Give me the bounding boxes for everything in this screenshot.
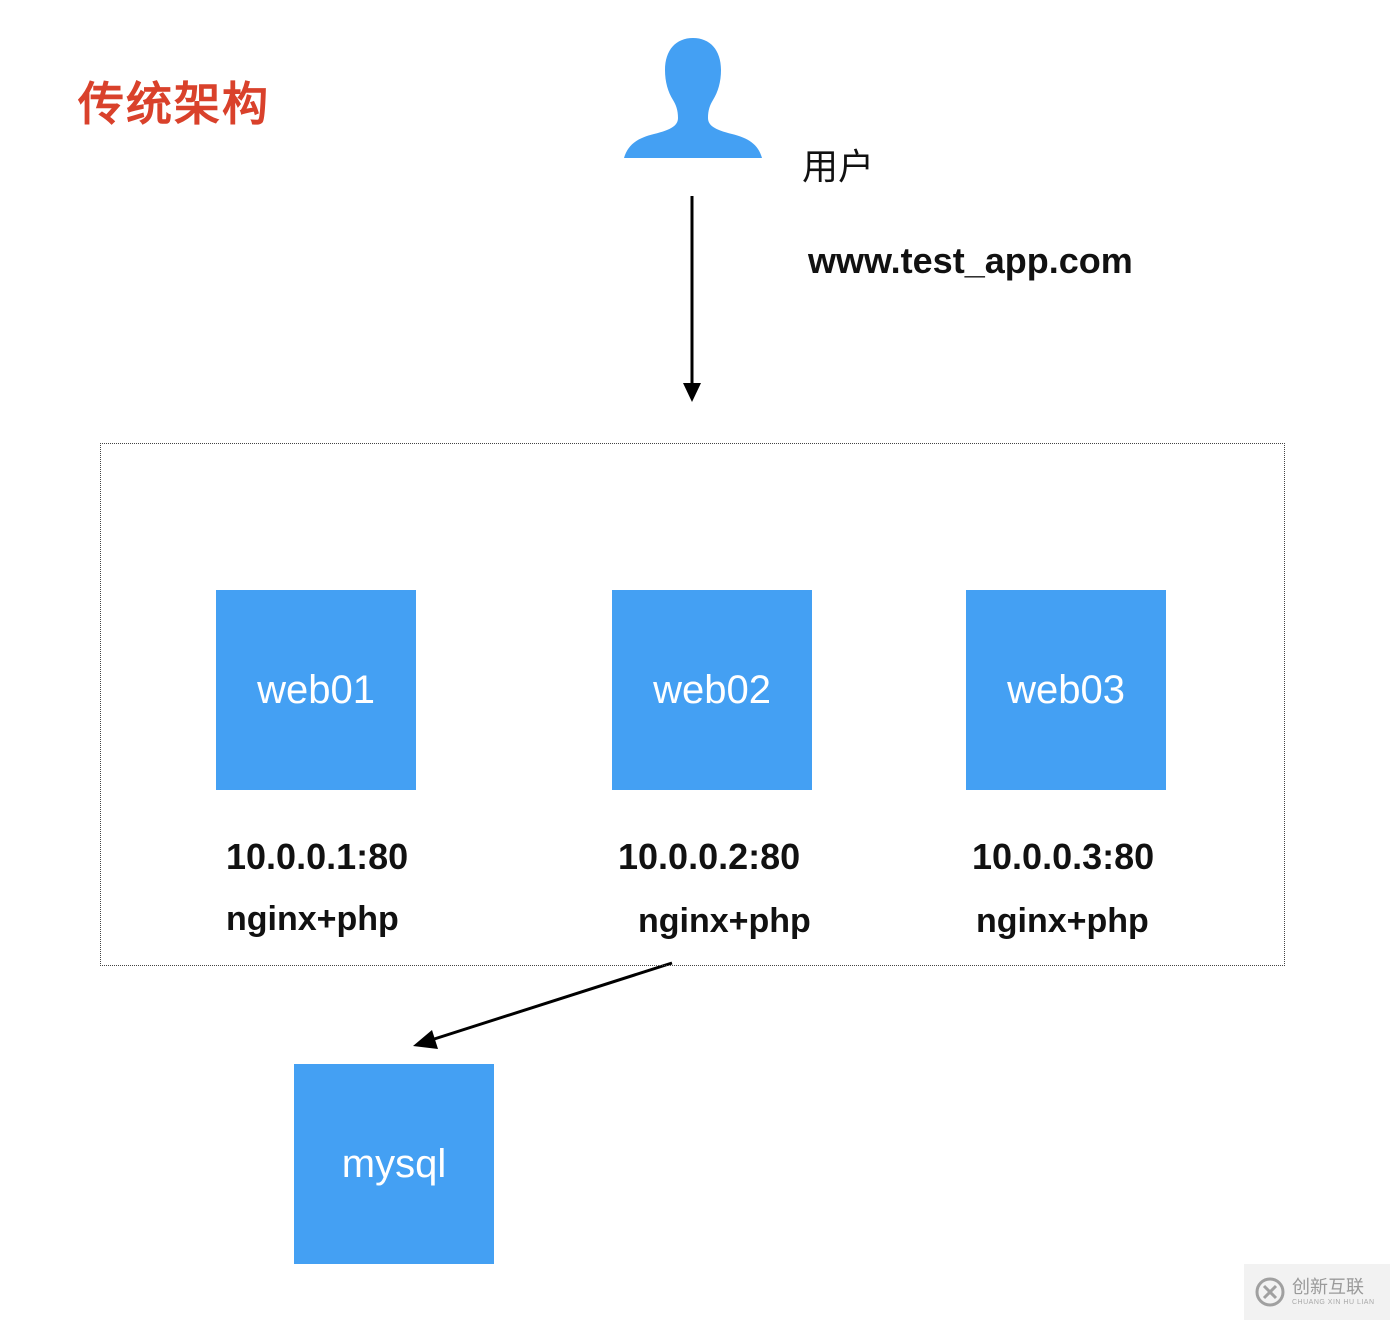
server-ip-web02: 10.0.0.2:80 xyxy=(618,836,801,877)
server-node-web03: web03 xyxy=(966,590,1166,790)
server-stack-web03: nginx+php xyxy=(976,902,1149,940)
server-stack-web01: nginx+php xyxy=(226,900,399,938)
chuangxin-logo-icon xyxy=(1255,1277,1285,1307)
diagram-title: 传统架构 xyxy=(78,77,270,131)
cluster-to-db-arrow xyxy=(427,961,673,1043)
server-ip-web01: 10.0.0.1:80 xyxy=(226,836,409,877)
user-to-cluster-arrowhead xyxy=(683,383,701,402)
watermark-text-en: CHUANG XIN HU LIAN xyxy=(1292,1298,1375,1306)
watermark: 创新互联 CHUANG XIN HU LIAN xyxy=(1244,1264,1390,1320)
server-stack-web02: nginx+php xyxy=(638,902,811,940)
user-label: 用户 xyxy=(802,147,875,188)
cluster-to-db-arrowhead xyxy=(413,1030,438,1049)
server-node-web02: web02 xyxy=(612,590,812,790)
user-silhouette-icon xyxy=(624,38,762,158)
server-ip-web03: 10.0.0.3:80 xyxy=(972,836,1155,877)
watermark-text-cn: 创新互联 xyxy=(1292,1276,1364,1298)
domain-label: www.test_app.com xyxy=(808,240,1133,281)
server-node-web01: web01 xyxy=(216,590,416,790)
database-node-mysql: mysql xyxy=(294,1064,494,1264)
web-cluster-boundary xyxy=(100,443,1285,966)
